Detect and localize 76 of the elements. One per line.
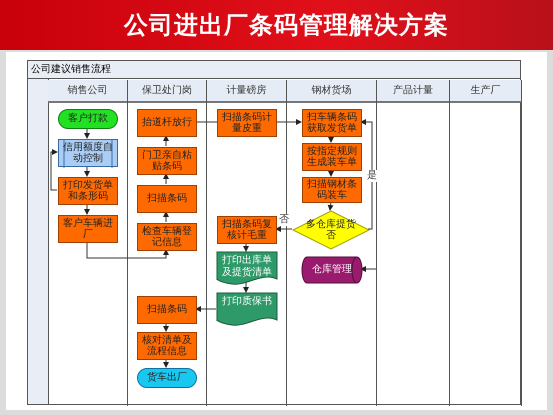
- process-box: [217, 216, 277, 244]
- arrow: [328, 202, 334, 211]
- process-box: [137, 223, 197, 251]
- arrow: [84, 166, 90, 177]
- edge-label: 是: [366, 170, 378, 182]
- swimlane: [377, 80, 450, 406]
- node-text: 打印发货单和条形码: [62, 180, 114, 202]
- process-box: [58, 177, 118, 205]
- node-text: 扫车辆条码获取发货单: [306, 112, 358, 134]
- lane-header: 保卫处门岗: [128, 80, 206, 103]
- arrow: [163, 211, 169, 222]
- lane-header: 计量磅房: [207, 80, 286, 103]
- node-text: 检查车辆登记信息: [141, 226, 193, 248]
- arrow: [163, 358, 169, 368]
- lane-header: 钢材货场: [287, 80, 376, 103]
- node-text: 客户打款: [67, 113, 109, 125]
- arrow: [328, 136, 334, 143]
- swimlane: [48, 80, 128, 406]
- end-terminal: [137, 368, 197, 388]
- arrow: [84, 204, 90, 215]
- arrow: [86, 242, 169, 258]
- arrow: [84, 128, 90, 139]
- process-box: [302, 177, 362, 203]
- node-text: 打印出库单及提货清单: [221, 255, 273, 278]
- arrow: [360, 266, 376, 272]
- node-text: 货车出厂: [146, 372, 188, 384]
- swimlane: [128, 80, 207, 406]
- node-text: 按指定规则生成装车单: [306, 146, 358, 168]
- node-text: 客户车辆进厂: [62, 218, 114, 240]
- process-box: [137, 332, 197, 360]
- document-shape: [217, 252, 277, 284]
- predefined-process-box: [58, 139, 118, 167]
- process-box: [137, 296, 197, 324]
- node-text: 仓库管理: [311, 264, 353, 276]
- process-box: [137, 185, 197, 213]
- process-box: [58, 215, 118, 243]
- swimlane: [450, 80, 522, 406]
- arrow: [360, 119, 372, 230]
- lane-header: 销售公司: [48, 80, 127, 103]
- node-text: 扫描条码: [146, 193, 188, 205]
- arrow: [275, 226, 292, 232]
- arrow: [163, 135, 169, 146]
- decision-diamond: [293, 211, 369, 249]
- swimlane: [287, 80, 377, 406]
- arrow: [50, 149, 58, 190]
- lane-header: 生产厂: [450, 80, 521, 103]
- process-box: [137, 109, 197, 137]
- pool-title: 公司建议销售流程: [28, 61, 520, 79]
- page-title: 公司进出厂条码管理解决方案: [122, 10, 449, 41]
- start-terminal: [58, 109, 118, 129]
- arrow: [163, 173, 169, 184]
- node-text: 多仓库提货否: [305, 218, 357, 242]
- swimlane-pool: [27, 60, 521, 405]
- node-text: 扫描条码: [146, 304, 188, 316]
- process-box: [302, 109, 362, 137]
- arrow: [328, 170, 334, 177]
- node-text: 扫描条码复核计毛重: [221, 218, 273, 242]
- node-text: 扫描条码计量皮重: [221, 112, 273, 134]
- document-shape: [217, 293, 277, 325]
- arrow: [163, 322, 169, 332]
- node-text: 扫描钢材条码装车: [306, 178, 358, 202]
- node-text: 信用额度自动控制: [62, 142, 114, 164]
- arrow: [195, 306, 216, 312]
- arrow: [276, 119, 302, 125]
- node-text: 打印质保书: [221, 296, 273, 308]
- database-cylinder: [302, 257, 362, 283]
- node-text: 门卫亲自粘贴条码: [141, 150, 193, 172]
- node-text: 抬道杆放行: [141, 117, 193, 129]
- process-box: [217, 109, 277, 137]
- edge-label: 否: [278, 214, 290, 226]
- arrow: [243, 242, 249, 252]
- process-box: [137, 147, 197, 175]
- lane-header: 产品计量: [377, 80, 449, 103]
- swimlane: [207, 80, 287, 406]
- node-text: 核对清单及流程信息: [141, 334, 193, 358]
- process-box: [302, 143, 362, 171]
